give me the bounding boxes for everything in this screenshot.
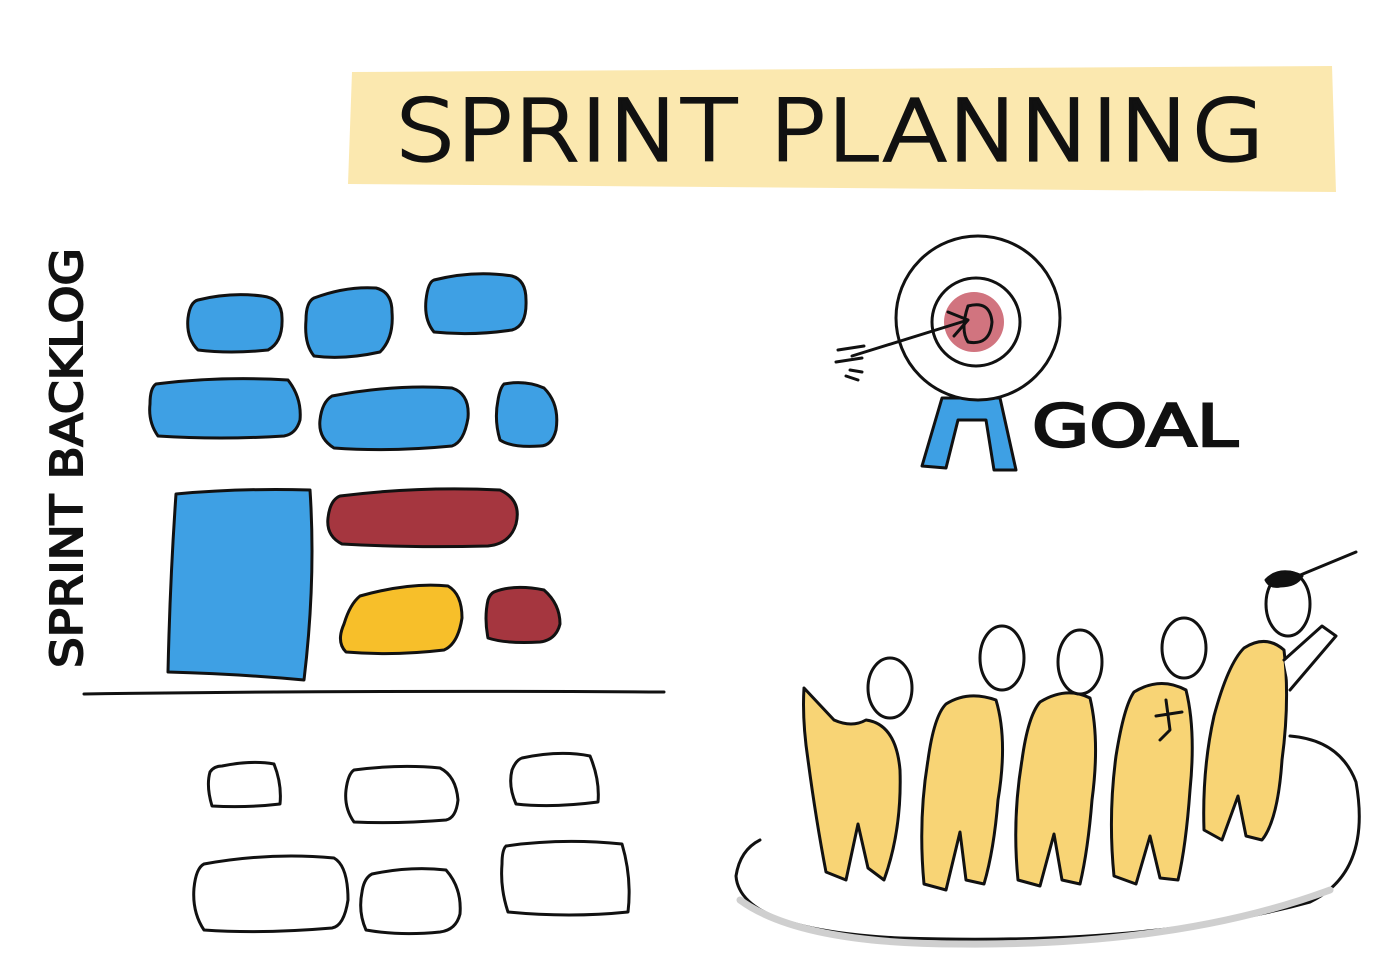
person-body [1202, 640, 1289, 842]
backlog-item-red-small [484, 585, 562, 644]
empty-slot [206, 760, 282, 809]
empty-slot [192, 854, 350, 934]
team-member [920, 624, 1026, 892]
backlog-item-blue [186, 293, 284, 354]
target-stand [920, 396, 1018, 472]
backlog-item-blue [494, 381, 559, 448]
person-body [1014, 691, 1098, 888]
backlog-item-blue [424, 272, 528, 336]
backlog-item-blue [148, 377, 302, 440]
goal-target [834, 234, 1062, 472]
person-arm [1282, 624, 1338, 692]
goal-label: GOAL [1032, 392, 1238, 460]
person-head [978, 624, 1026, 692]
backlog-divider [82, 689, 666, 696]
backlog-item-red [326, 487, 519, 549]
backlog-item-yellow [339, 583, 464, 656]
title-group: SPRINT PLANNING [348, 66, 1336, 192]
title-highlight [348, 66, 1336, 192]
person-head [1160, 616, 1208, 680]
empty-slot [500, 839, 631, 917]
backlog-item-blue [318, 385, 470, 452]
backlog-item-blue [304, 286, 394, 359]
backlog-item-blue-large [166, 488, 314, 682]
person-body [802, 686, 902, 882]
platform-shadow [736, 886, 1334, 948]
team-member-leader [1202, 550, 1358, 842]
team-member [1014, 628, 1104, 888]
page-title: SPRINT PLANNING [395, 82, 1265, 180]
tie-icon [1154, 698, 1184, 742]
person-head [866, 656, 914, 720]
team-member [1109, 616, 1208, 886]
target-bullseye [944, 292, 1004, 352]
sprint-backlog-blocks [148, 272, 562, 682]
team-group [734, 550, 1361, 948]
target-inner-ring [962, 303, 994, 345]
person-body [1109, 682, 1194, 886]
arrow-fletching-icon [834, 344, 866, 382]
person-head [1056, 628, 1104, 696]
empty-slots [192, 751, 631, 936]
arrow-icon [850, 310, 970, 358]
empty-slot [359, 867, 462, 936]
sprint-backlog-label: SPRINT BACKLOG [42, 248, 93, 668]
person-hair [1264, 570, 1304, 588]
empty-slot [344, 764, 460, 825]
person-body [920, 694, 1005, 892]
pointer-stick [1296, 550, 1358, 578]
empty-slot [509, 751, 600, 808]
team-member [802, 656, 914, 882]
